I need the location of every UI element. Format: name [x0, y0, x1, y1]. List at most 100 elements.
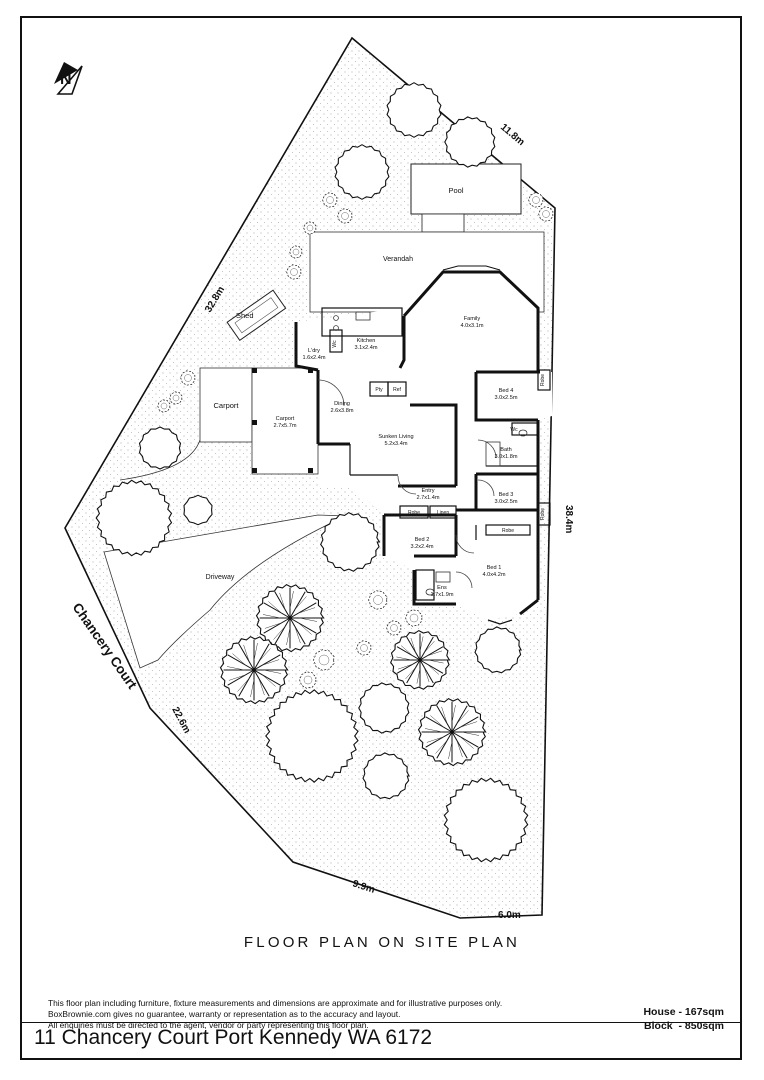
svg-text:L'dry: L'dry [308, 348, 320, 354]
tree-icon [303, 221, 317, 235]
driveway-area [103, 514, 347, 669]
driveway-label: Driveway [206, 574, 235, 581]
bay-window-bed1 [487, 619, 513, 625]
tree-icon [538, 206, 554, 222]
pool-step [421, 213, 465, 233]
tree-icon [444, 116, 496, 168]
page-frame [20, 16, 742, 1060]
svg-text:Family: Family [464, 316, 481, 322]
svg-text:5.2x3.4m: 5.2x3.4m [384, 441, 407, 447]
tree-icon [386, 82, 442, 138]
tree-icon [528, 192, 544, 208]
north-arrow-icon: N [54, 62, 83, 95]
tree-icon [405, 609, 423, 627]
disclaimer-line: This floor plan including furniture, fix… [48, 998, 503, 1008]
svg-text:2.7x5.7m: 2.7x5.7m [273, 423, 296, 429]
tree-icon [299, 671, 317, 689]
tree-icon [362, 752, 410, 800]
house-floor [296, 270, 552, 620]
tree-icon [289, 245, 303, 259]
svg-text:4.0x4.2m: 4.0x4.2m [482, 572, 505, 578]
svg-text:4.0x3.1m: 4.0x3.1m [460, 323, 483, 329]
svg-text:Robe: Robe [502, 528, 514, 534]
tree-icon [443, 777, 529, 863]
verandah-label: Verandah [383, 256, 413, 263]
svg-text:Bed 4: Bed 4 [499, 388, 514, 394]
disclaimer-line: BoxBrownie.com gives no guarantee, warra… [48, 1009, 401, 1019]
pool-shape [410, 163, 522, 215]
driveway-edge [119, 439, 201, 481]
tree-icon [265, 689, 359, 783]
tree-icon [368, 590, 388, 610]
svg-text:6.0m: 6.0m [498, 910, 521, 921]
svg-text:Pty: Pty [375, 387, 383, 393]
house-area: House - 167sqm [643, 1006, 724, 1018]
svg-text:Robe: Robe [408, 510, 420, 516]
svg-text:2.6x3.8m: 2.6x3.8m [330, 408, 353, 414]
svg-text:Kitchen: Kitchen [357, 338, 376, 344]
tree-icon [255, 583, 325, 653]
tree-icon [180, 370, 196, 386]
svg-text:Wc: Wc [332, 340, 338, 348]
svg-text:3.0x1.8m: 3.0x1.8m [494, 454, 517, 460]
property-address: 11 Chancery Court Port Kennedy WA 6172 [34, 1026, 433, 1049]
carport-shape [251, 367, 319, 475]
tree-icon [169, 391, 183, 405]
svg-text:Ref: Ref [393, 387, 401, 393]
disclaimer-line: All enquiries must be directed to the ag… [48, 1020, 369, 1030]
svg-text:3.0x2.5m: 3.0x2.5m [494, 395, 517, 401]
svg-text:N: N [60, 71, 72, 88]
tree-icon [157, 399, 171, 413]
disclaimer: This floor plan including furniture, fix… [48, 998, 568, 1031]
tree-icon [390, 629, 451, 690]
svg-text:Linen: Linen [437, 510, 449, 516]
svg-text:Bath: Bath [500, 447, 512, 453]
carport-open-label: Carport [213, 401, 239, 410]
tree-icon [313, 649, 335, 671]
area-summary: House - 167sqm Block - 850sqm [643, 1005, 724, 1033]
svg-text:Robe: Robe [540, 374, 546, 386]
tree-icon [386, 620, 402, 636]
door-swings [317, 379, 497, 589]
svg-text:Bed 2: Bed 2 [415, 537, 430, 543]
svg-text:38.4m: 38.4m [563, 505, 574, 533]
svg-text:3.1x2.4m: 3.1x2.4m [354, 345, 377, 351]
block-area: Block - 850sqm [644, 1020, 724, 1032]
svg-text:Bed 3: Bed 3 [499, 492, 514, 498]
svg-text:2.7x1.4m: 2.7x1.4m [416, 495, 439, 501]
plan-heading: FLOOR PLAN ON SITE PLAN [243, 934, 521, 951]
site-plan: N Pool Shed Verandah Carport Driveway Fa… [54, 36, 574, 921]
address-divider [20, 1022, 742, 1023]
svg-text:Sunken Living: Sunken Living [378, 434, 413, 440]
svg-text:3.2x2.4m: 3.2x2.4m [410, 544, 433, 550]
svg-text:3.0x2.5m: 3.0x2.5m [494, 499, 517, 505]
tree-icon [417, 697, 487, 767]
fixtures [333, 311, 528, 596]
svg-text:Robe: Robe [540, 508, 546, 520]
shed-label: Shed [236, 311, 254, 320]
shed-shape [226, 289, 287, 342]
trees [95, 82, 554, 863]
tree-icon [320, 511, 381, 572]
tree-icon [334, 144, 390, 200]
tree-icon [95, 479, 173, 557]
svg-text:11.8m: 11.8m [498, 122, 526, 148]
svg-text:Bed 1: Bed 1 [487, 565, 502, 571]
pool-label: Pool [448, 186, 463, 195]
tree-icon [356, 640, 372, 656]
tree-icon [138, 426, 182, 470]
svg-text:Ens: Ens [437, 585, 447, 591]
bay-window-family [442, 265, 501, 271]
tree-icon [337, 208, 353, 224]
tree-icon [183, 494, 213, 526]
small-labels: Pty Ref Wc Wc Robe Robe Robe Robe Linen [332, 340, 546, 534]
svg-text:Entry: Entry [421, 488, 434, 494]
tree-icon [474, 626, 522, 674]
svg-text:Carport: Carport [276, 416, 295, 422]
internal-walls [321, 307, 551, 601]
svg-text:1.6x2.4m: 1.6x2.4m [302, 355, 325, 361]
tree-icon [358, 682, 410, 734]
svg-text:Dining: Dining [334, 401, 350, 407]
tree-icon [322, 192, 338, 208]
